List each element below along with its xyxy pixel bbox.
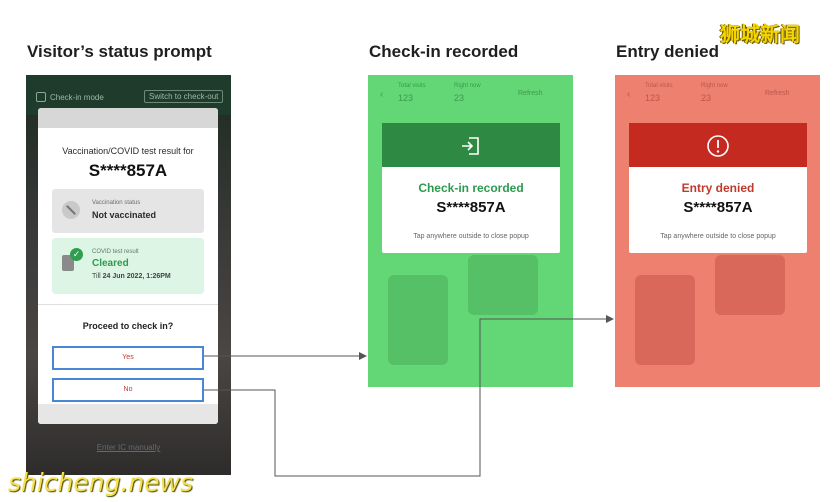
switch-mode-button[interactable]: Switch to check-out: [144, 90, 224, 103]
popup-visitor-id: S****857A: [683, 199, 753, 216]
modal-header: [38, 108, 218, 128]
background-photo: [635, 275, 695, 365]
checkin-mode-label: Check-in mode: [50, 93, 104, 102]
refresh-button[interactable]: Refresh: [765, 90, 790, 97]
back-icon[interactable]: ‹: [380, 89, 384, 100]
stat-now-label: Right now: [454, 83, 481, 89]
covid-test-card: ✓ COVID test result Cleared Till 24 Jun …: [52, 238, 204, 294]
title-entry-denied: Entry denied: [616, 42, 719, 61]
covid-test-value: Cleared: [92, 258, 129, 269]
modal-footer: [38, 404, 218, 424]
back-icon[interactable]: ‹: [627, 89, 631, 100]
popup-title: Entry denied: [681, 181, 755, 195]
phone-checkin-recorded: ‹ Total visits 123 Right now 23 Refresh …: [368, 75, 573, 387]
title-status-prompt: Visitor’s status prompt: [27, 42, 212, 61]
date-value: 24 Jun 2022, 1:26PM: [102, 273, 171, 280]
popup-hint: Tap anywhere outside to close popup: [660, 233, 776, 240]
denied-popup: Entry denied S****857A Tap anywhere outs…: [629, 123, 807, 253]
checkin-popup: Check-in recorded S****857A Tap anywhere…: [382, 123, 560, 253]
syringe-icon: [62, 201, 80, 219]
vaccination-value: Not vaccinated: [92, 210, 157, 220]
stats-bar: ‹ Total visits 123 Right now 23 Refresh: [368, 75, 573, 115]
phone-entry-denied: ‹ Total visits 123 Right now 23 Refresh …: [615, 75, 820, 387]
popup-hint: Tap anywhere outside to close popup: [413, 233, 529, 240]
enter-ic-manually-link[interactable]: Enter IC manually: [96, 443, 161, 452]
divider: [38, 304, 218, 305]
visitor-id: S****857A: [88, 161, 168, 180]
stat-total-label: Total visits: [645, 83, 673, 89]
covid-test-date: Till 24 Jun 2022, 1:26PM: [92, 273, 171, 280]
title-checkin-recorded: Check-in recorded: [369, 42, 519, 61]
stat-total-label: Total visits: [398, 83, 426, 89]
vaccination-card: Vaccination status Not vaccinated: [52, 189, 204, 233]
background-photo: [468, 255, 538, 315]
yes-button[interactable]: Yes: [52, 346, 204, 370]
result-label: Vaccination/COVID test result for: [62, 146, 194, 156]
vaccination-label: Vaccination status: [92, 200, 141, 206]
popup-visitor-id: S****857A: [436, 199, 506, 216]
stats-bar: ‹ Total visits 123 Right now 23 Refresh: [615, 75, 820, 115]
covid-test-label: COVID test result: [92, 249, 139, 255]
proceed-question: Proceed to check in?: [82, 321, 174, 331]
date-prefix: Till: [92, 273, 101, 280]
stat-total-value: 123: [398, 93, 414, 103]
background-photo: [388, 275, 448, 365]
watermark-english: shicheng.news: [8, 468, 194, 497]
stat-now-value: 23: [701, 93, 712, 103]
no-button[interactable]: No: [52, 378, 204, 402]
status-modal: Vaccination/COVID test result for S****8…: [38, 108, 218, 424]
popup-header: [629, 123, 807, 167]
stat-now-value: 23: [454, 93, 465, 103]
enter-door-icon: [462, 137, 479, 155]
popup-header: [382, 123, 560, 167]
check-badge-icon: ✓: [70, 248, 83, 261]
watermark-chinese: 狮城新闻: [720, 22, 800, 46]
popup-title: Check-in recorded: [418, 181, 524, 195]
mode-icon: [36, 92, 46, 102]
alert-circle-icon: [707, 135, 729, 157]
stat-now-label: Right now: [701, 83, 728, 89]
background-photo: [715, 255, 785, 315]
refresh-button[interactable]: Refresh: [518, 90, 543, 97]
stat-total-value: 123: [645, 93, 661, 103]
